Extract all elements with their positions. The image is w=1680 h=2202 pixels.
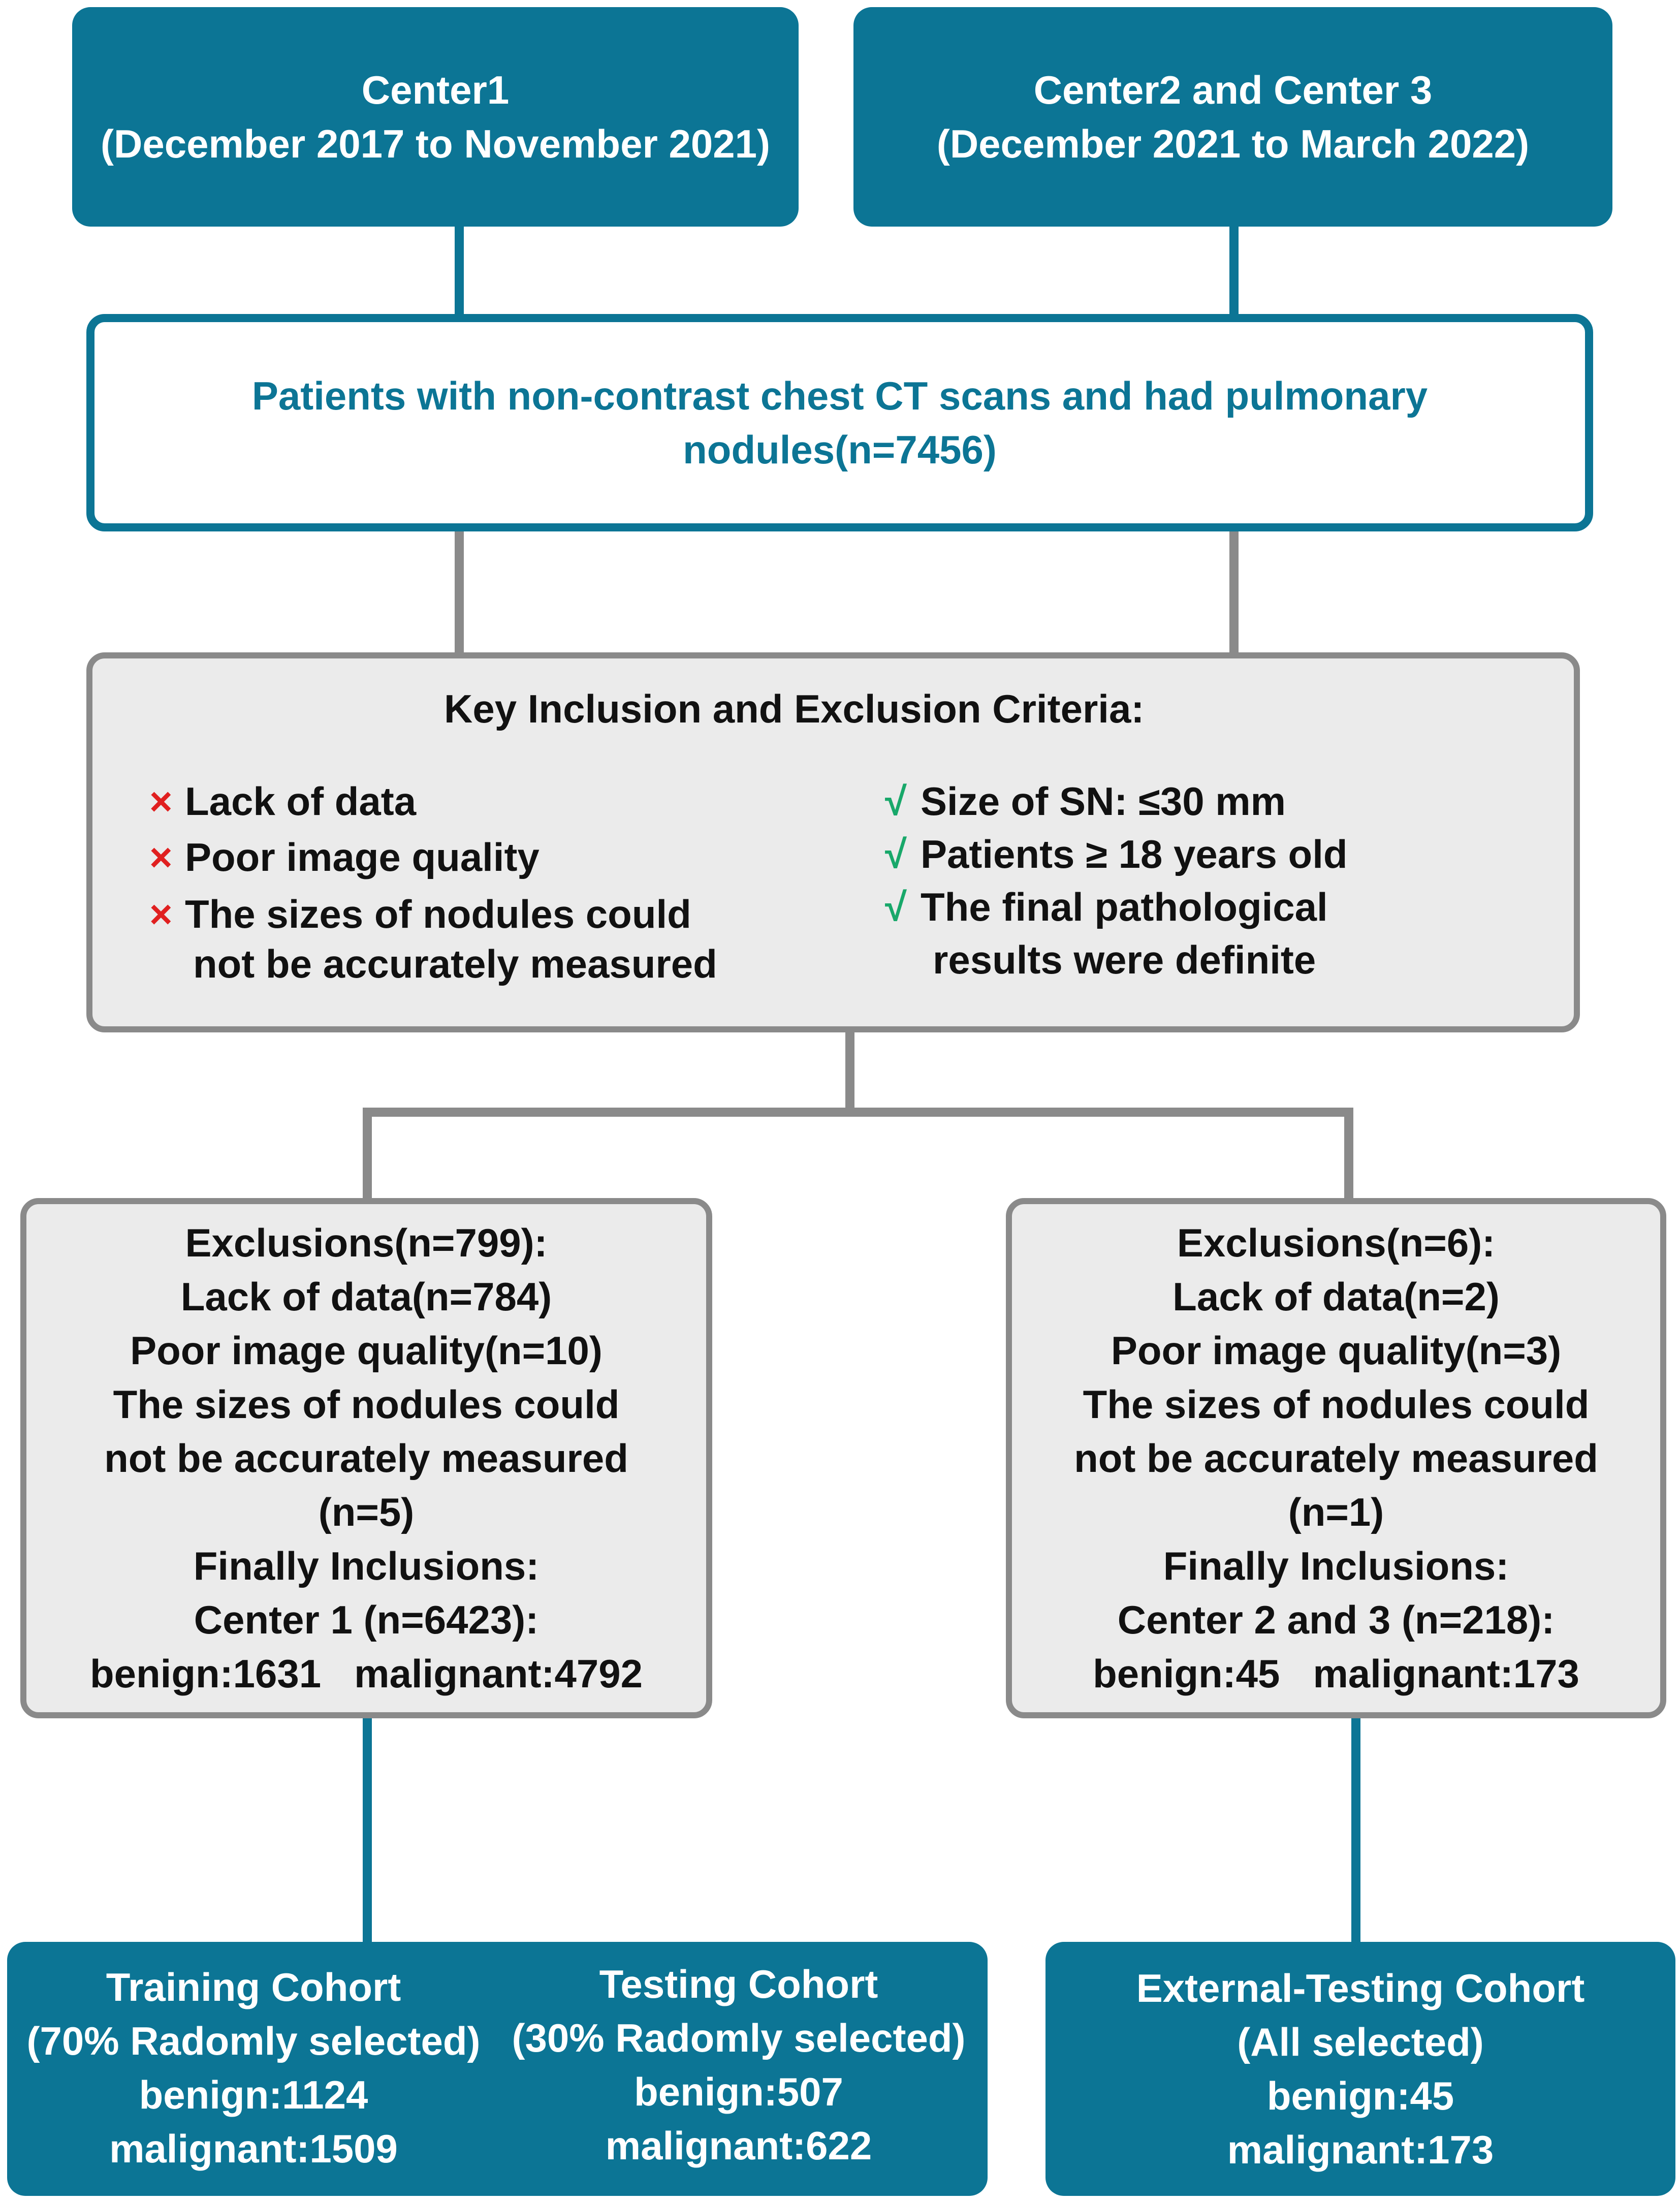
testing-title: Testing Cohort: [599, 1962, 878, 2006]
right-exclusions-line: Center 2 and 3 (n=218):: [1117, 1597, 1555, 1642]
right-exclusions-line: The sizes of nodules could: [1083, 1382, 1590, 1427]
criteria-title: Key Inclusion and Exclusion Criteria:: [444, 686, 1145, 731]
left-exclusions-line: Center 1 (n=6423):: [194, 1597, 539, 1642]
connector-center23-patients: [1229, 224, 1239, 315]
inclusion-label: The final pathological: [921, 885, 1328, 929]
right-exclusions-line: Finally Inclusions:: [1163, 1544, 1509, 1588]
left-exclusions-line: benign:1631 malignant:4792: [89, 1651, 643, 1696]
connector-left-to-training: [363, 1712, 372, 1946]
external-benign: benign:45: [1266, 2073, 1454, 2118]
left-exclusions-line: Exclusions(n=799):: [185, 1220, 548, 1265]
check-icon: √: [885, 779, 907, 824]
center1-period: (December 2017 to November 2021): [101, 121, 770, 166]
external-malignant: malignant:173: [1227, 2127, 1494, 2172]
training-title: Training Cohort: [106, 1965, 401, 2009]
testing-selection: (30% Radomly selected): [512, 2016, 966, 2060]
training-testing-box: Training Cohort (70% Radomly selected) b…: [7, 1942, 988, 2196]
left-exclusions-line: Lack of data(n=784): [180, 1274, 552, 1319]
exclusion-label: The sizes of nodules could: [185, 892, 691, 936]
exclusion-item: × The sizes of nodules could: [149, 887, 691, 941]
inclusion-item: √ Patients ≥ 18 years old: [885, 827, 1348, 881]
connector-right-to-external: [1351, 1712, 1360, 1946]
left-exclusions-line: Poor image quality(n=10): [130, 1328, 603, 1373]
center23-period: (December 2021 to March 2022): [936, 121, 1530, 166]
testing-benign: benign:507: [634, 2069, 843, 2114]
connector-patients-criteria-right: [1229, 528, 1239, 655]
inclusion-label: Patients ≥ 18 years old: [921, 832, 1348, 876]
exclusion-label: Lack of data: [185, 779, 417, 824]
right-exclusions-line: Poor image quality(n=3): [1111, 1328, 1562, 1373]
left-exclusions-line: Finally Inclusions:: [193, 1544, 540, 1588]
right-exclusions-line: Exclusions(n=6):: [1177, 1220, 1496, 1265]
right-exclusions-line: (n=1): [1288, 1490, 1384, 1534]
connector-criteria-down: [845, 1026, 854, 1113]
cross-icon: ×: [149, 892, 173, 936]
training-malignant: malignant:1509: [109, 2126, 398, 2171]
cross-icon: ×: [149, 835, 173, 879]
training-cohort: Training Cohort (70% Radomly selected) b…: [12, 1960, 495, 2176]
inclusion-label: Size of SN: ≤30 mm: [921, 779, 1286, 824]
check-icon: √: [885, 832, 907, 876]
right-exclusions-box: Exclusions(n=6): Lack of data(n=2) Poor …: [1006, 1198, 1666, 1718]
left-exclusions-line: not be accurately measured: [104, 1436, 628, 1481]
inclusion-item: √ The final pathological: [885, 880, 1328, 934]
right-exclusions-line: benign:45 malignant:173: [1093, 1651, 1579, 1696]
connector-center1-patients: [455, 224, 464, 315]
patients-line-1: Patients with non-contrast chest CT scan…: [251, 373, 1428, 418]
connector-patients-criteria-left: [455, 528, 464, 655]
exclusion-item: × Lack of data: [149, 774, 416, 828]
patients-line-2: nodules(n=7456): [683, 427, 997, 472]
left-exclusions-line: (n=5): [318, 1490, 415, 1534]
left-exclusions-line: The sizes of nodules could: [113, 1382, 620, 1427]
center1-box: Center1 (December 2017 to November 2021): [72, 7, 799, 227]
external-selection: (All selected): [1237, 2020, 1484, 2064]
connector-split-right: [1344, 1108, 1353, 1204]
patients-box: Patients with non-contrast chest CT scan…: [86, 314, 1593, 531]
cross-icon: ×: [149, 779, 173, 824]
external-testing-box: External-Testing Cohort (All selected) b…: [1045, 1942, 1675, 2196]
connector-split-left: [363, 1108, 372, 1204]
exclusion-continuation: not be accurately measured: [193, 941, 717, 986]
training-selection: (70% Radomly selected): [26, 2019, 481, 2063]
testing-cohort: Testing Cohort (30% Radomly selected) be…: [495, 1957, 982, 2173]
exclusion-label: Poor image quality: [185, 835, 540, 879]
center1-title: Center1: [361, 68, 510, 112]
exclusion-item: × Poor image quality: [149, 830, 540, 884]
testing-malignant: malignant:622: [605, 2123, 872, 2168]
training-benign: benign:1124: [139, 2072, 368, 2117]
left-exclusions-box: Exclusions(n=799): Lack of data(n=784) P…: [20, 1198, 712, 1718]
center23-title: Center2 and Center 3: [1033, 68, 1433, 112]
external-title: External-Testing Cohort: [1136, 1966, 1585, 2010]
right-exclusions-line: Lack of data(n=2): [1172, 1274, 1500, 1319]
center23-box: Center2 and Center 3 (December 2021 to M…: [853, 7, 1612, 227]
connector-split-horizontal: [363, 1108, 1353, 1117]
criteria-box: Key Inclusion and Exclusion Criteria: × L…: [86, 652, 1580, 1032]
inclusion-continuation: results were definite: [933, 937, 1316, 982]
inclusion-item: √ Size of SN: ≤30 mm: [885, 774, 1286, 828]
check-icon: √: [885, 885, 907, 929]
right-exclusions-line: not be accurately measured: [1074, 1436, 1598, 1481]
